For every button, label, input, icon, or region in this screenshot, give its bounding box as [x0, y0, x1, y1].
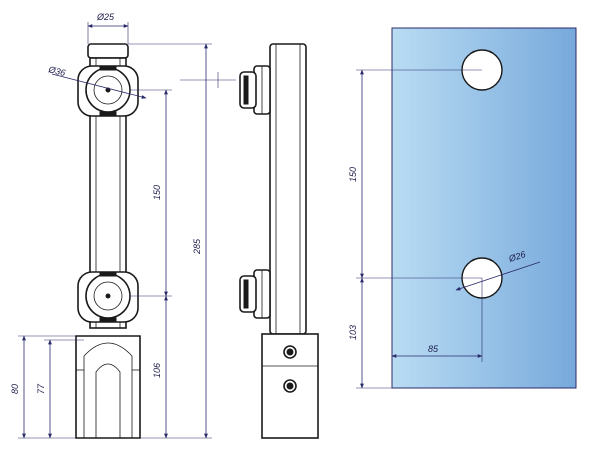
dim-lower-height-label: 106	[152, 363, 162, 378]
glass-side-offset-label: 85	[428, 344, 439, 354]
glass-panel	[391, 27, 577, 389]
side-view	[180, 43, 319, 439]
dim-base-inner-label: 77	[36, 383, 46, 394]
side-base	[261, 333, 319, 439]
side-column	[269, 43, 307, 335]
dim-total-height-label: 285	[192, 238, 202, 255]
dim-hole-spacing-label: 150	[152, 185, 162, 200]
upper-boss	[77, 65, 139, 117]
glass-bottom-offset-label: 103	[348, 325, 358, 340]
base-shoe	[75, 335, 141, 439]
upper-clamp	[239, 65, 271, 115]
dim-width-label: Ø25	[96, 12, 115, 22]
dim-base-outer-label: 80	[10, 384, 20, 394]
lower-clamp	[239, 269, 271, 319]
front-view	[75, 43, 141, 439]
top-cap	[87, 43, 129, 59]
dim-boss-diameter-label: Ø36	[47, 64, 67, 78]
glass-hole-spacing-label: 150	[348, 167, 358, 182]
lower-boss	[77, 271, 139, 323]
front-view-dimensions: Ø25 Ø36 150 285 106 80 77	[10, 12, 212, 439]
